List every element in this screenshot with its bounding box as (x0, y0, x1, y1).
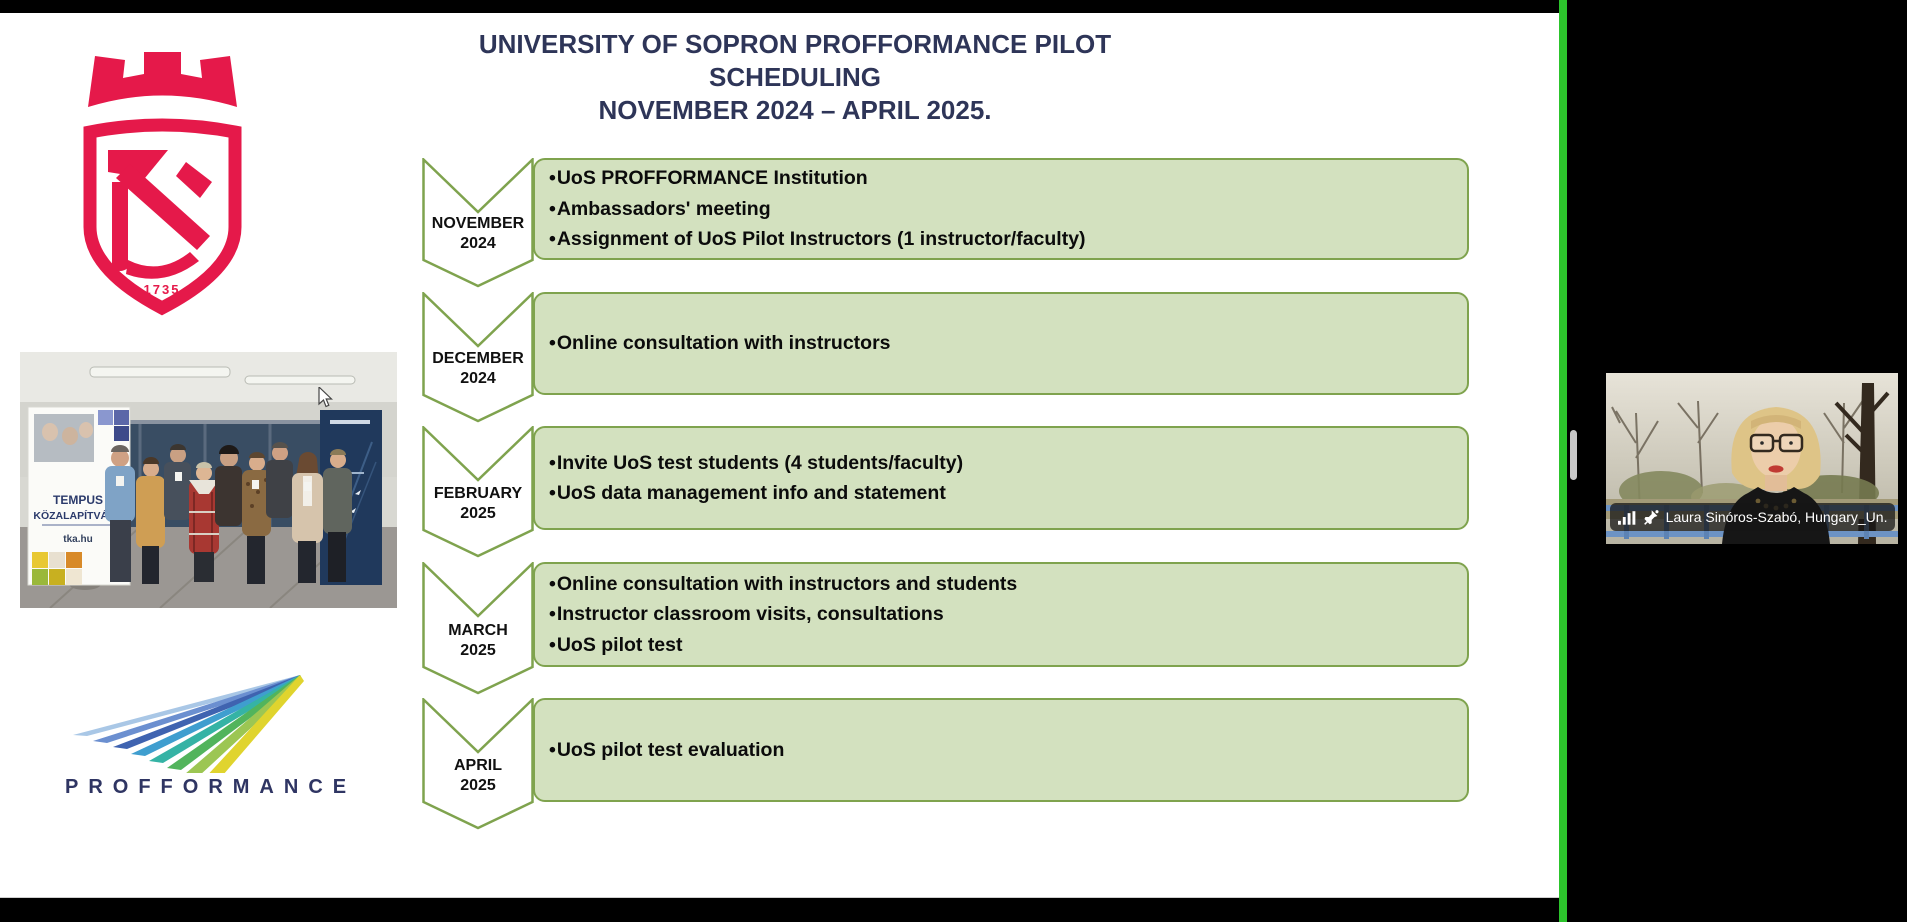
arrow-stripes-icon (73, 675, 304, 782)
chevron-february (422, 426, 534, 558)
bullet-item: Assignment of UoS Pilot Instructors (1 i… (549, 224, 1457, 255)
people-group (105, 442, 352, 584)
task-box-march: Online consultation with instructors and… (533, 562, 1469, 667)
monogram (108, 150, 212, 279)
founded-year-label: 1735 (144, 282, 181, 297)
chevron-april (422, 698, 534, 830)
slide-title-line-2: SCHEDULING (709, 62, 881, 92)
bullet-item: Instructor classroom visits, consultatio… (549, 599, 1457, 630)
bullet-item: UoS PROFFORMANCE Institution (549, 163, 1457, 194)
participant-video-tile[interactable]: Laura Sinóros-Szabó, Hungary_Un... (1606, 373, 1898, 544)
task-box-april: UoS pilot test evaluation (533, 698, 1469, 802)
task-box-december: Online consultation with instructors (533, 292, 1469, 395)
panel-resize-handle[interactable] (1570, 430, 1577, 480)
chevron-march (422, 562, 534, 695)
participant-name-bar: Laura Sinóros-Szabó, Hungary_Un... (1610, 503, 1895, 531)
slide-title: UNIVERSITY OF SOPRON PROFFORMANCE PILOT … (140, 28, 1450, 127)
task-box-november: UoS PROFFORMANCE Institution Ambassadors… (533, 158, 1469, 260)
presentation-slide: UNIVERSITY OF SOPRON PROFFORMANCE PILOT … (0, 13, 1559, 897)
svg-text:TEMPUS: TEMPUS (53, 493, 103, 507)
signal-bars-icon (1618, 511, 1636, 525)
bullet-item: Online consultation with instructors and… (549, 569, 1457, 600)
shield-outline (83, 118, 242, 316)
profformance-wordmark: PROFFORMANCE (65, 776, 357, 798)
profformance-logo: PROFFORMANCE (55, 663, 355, 803)
bullet-item: UoS pilot test (549, 630, 1457, 661)
university-of-sopron-logo: 1735 (83, 52, 242, 316)
bullet-item: Invite UoS test students (4 students/fac… (549, 448, 1457, 479)
bullet-item: UoS pilot test evaluation (549, 735, 1457, 766)
chevron-december (422, 292, 534, 423)
task-box-february: Invite UoS test students (4 students/fac… (533, 426, 1469, 530)
mouse-cursor-icon (318, 387, 333, 408)
slide-title-line-1: UNIVERSITY OF SOPRON PROFFORMANCE PILOT (478, 29, 1112, 59)
group-photo: TEMPUS KÖZALAPÍTVÁNY tka.hu (20, 352, 397, 608)
crown-icon (88, 52, 237, 107)
chevron-november (422, 158, 534, 288)
top-letterbox-bar (0, 0, 1559, 13)
pin-icon (1644, 509, 1659, 525)
svg-text:KÖZALAPÍTVÁNY: KÖZALAPÍTVÁNY (33, 509, 122, 522)
bottom-letterbox-bar (0, 897, 1559, 922)
share-boundary-line (1559, 0, 1567, 922)
bullet-item: Ambassadors' meeting (549, 194, 1457, 225)
participant-name: Laura Sinóros-Szabó, Hungary_Un... (1665, 509, 1887, 525)
svg-text:tka.hu: tka.hu (63, 534, 92, 545)
bullet-item: Online consultation with instructors (549, 328, 1457, 359)
slide-title-line-3: NOVEMBER 2024 – APRIL 2025. (598, 95, 992, 125)
bullet-item: UoS data management info and statement (549, 478, 1457, 509)
